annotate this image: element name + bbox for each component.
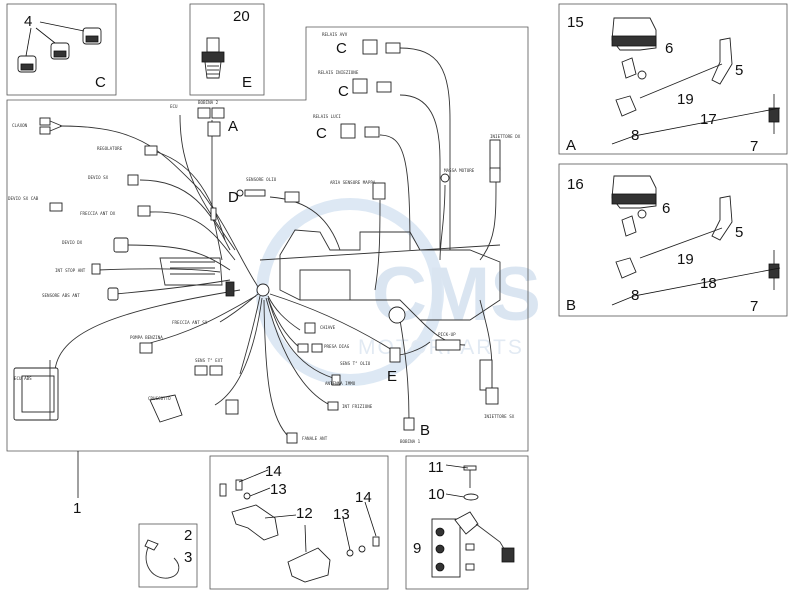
callout-19-a: 19 bbox=[677, 91, 694, 108]
callout-e-sens-olio: E bbox=[387, 368, 397, 385]
callout-6-b: 6 bbox=[662, 200, 670, 217]
label-relais-luci: RELAIS LUCI bbox=[313, 114, 341, 119]
callout-4: 4 bbox=[24, 13, 32, 30]
harness-connectors bbox=[13, 39, 501, 444]
callout-5-b: 5 bbox=[735, 224, 743, 241]
label-bobina-1: BOBINA 1 bbox=[400, 439, 421, 444]
callout-20: 20 bbox=[233, 8, 250, 25]
label-massa-motore: MASSA MOTORE bbox=[444, 168, 475, 173]
callout-a-bobina2: A bbox=[228, 118, 238, 135]
callout-14-a: 14 bbox=[265, 463, 282, 480]
callout-a-ignition: A bbox=[566, 137, 576, 154]
ignition-coil-b bbox=[611, 175, 781, 306]
callout-d-sensore-olio: D bbox=[228, 189, 239, 206]
callout-18: 18 bbox=[700, 275, 717, 292]
callout-6-a: 6 bbox=[665, 40, 673, 57]
label-iniettore-dx: INIETTORE DX bbox=[490, 134, 521, 139]
label-chiave: CHIAVE bbox=[320, 325, 336, 330]
callout-11: 11 bbox=[428, 459, 444, 476]
box-main-harness bbox=[6, 26, 529, 452]
label-relais-avv: RELAIS AVV bbox=[322, 32, 348, 37]
callout-9: 9 bbox=[413, 540, 421, 557]
label-ecu: ECU bbox=[170, 104, 178, 109]
label-aria-sensore: ARIA SENSORE MAPPA bbox=[330, 180, 376, 185]
label-sens-t-olio: SENS T° OLIO bbox=[340, 361, 371, 366]
label-regolatore: REGOLATORE bbox=[97, 146, 123, 151]
callout-c-switches: C bbox=[95, 74, 106, 91]
box-switches bbox=[6, 3, 117, 96]
label-int-stop-ant: INT STOP ANT bbox=[55, 268, 86, 273]
label-iniettore-sx: INIETTORE SX bbox=[484, 414, 515, 419]
callout-8-a: 8 bbox=[631, 127, 639, 144]
callout-3: 3 bbox=[184, 549, 192, 566]
label-cruscotto: CRUSCOTTO bbox=[148, 396, 171, 401]
callout-12: 12 bbox=[296, 505, 313, 522]
label-fanale-ant: FANALE ANT bbox=[302, 436, 328, 441]
callout-c-relais-luci: C bbox=[316, 125, 327, 142]
watermark-brand: CMS bbox=[372, 252, 541, 337]
callout-b-ignition: B bbox=[566, 297, 576, 314]
label-sens-t-ext: SENS T° EXT bbox=[195, 358, 223, 363]
callout-15: 15 bbox=[567, 14, 584, 31]
ignition-coil-a bbox=[611, 17, 781, 145]
callout-c-relais-iniezione: C bbox=[338, 83, 349, 100]
label-antenna-immo: ANTENNA IMMO bbox=[325, 381, 356, 386]
sensor-assembly bbox=[431, 464, 515, 578]
cable-clamp bbox=[144, 539, 180, 579]
box-sensor-20 bbox=[189, 3, 265, 96]
harness-labels: CLAXON REGOLATORE DEVIO SX DEVIO SX CAB … bbox=[8, 32, 521, 444]
label-presa-diag: PRESA DIAG bbox=[324, 344, 350, 349]
box-brackets bbox=[209, 455, 389, 590]
label-freccia-ant-sx: FRECCIA ANT SX bbox=[172, 320, 208, 325]
callout-13-b: 13 bbox=[333, 506, 350, 523]
label-relais-iniezione: RELAIS INIEZIONE bbox=[318, 70, 359, 75]
label-bobina-2: BOBINA 2 bbox=[198, 100, 219, 105]
label-pompa-benzina: POMPA BENZINA bbox=[130, 335, 163, 340]
callout-2: 2 bbox=[184, 527, 192, 544]
callout-14-b: 14 bbox=[355, 489, 372, 506]
label-sensore-abs-ant: SENSORE ABS ANT bbox=[42, 293, 80, 298]
callout-7-a: 7 bbox=[750, 138, 758, 155]
callout-10: 10 bbox=[428, 486, 445, 503]
label-int-frizione: INT FRIZIONE bbox=[342, 404, 373, 409]
callout-1: 1 bbox=[73, 500, 81, 517]
label-freccia-ant-dx: FRECCIA ANT DX bbox=[80, 211, 116, 216]
callout-7-b: 7 bbox=[750, 298, 758, 315]
label-klaxon: CLAXON bbox=[12, 123, 28, 128]
switch-parts bbox=[17, 21, 102, 73]
box-ignition-a bbox=[558, 3, 788, 155]
callout-16: 16 bbox=[567, 176, 584, 193]
main-harness-wires bbox=[54, 47, 501, 439]
callout-8-b: 8 bbox=[631, 287, 639, 304]
callout-17: 17 bbox=[700, 111, 717, 128]
label-pick-up: PICK-UP bbox=[438, 332, 456, 337]
callout-19-b: 19 bbox=[677, 251, 694, 268]
callout-e-sensor: E bbox=[242, 74, 252, 91]
callout-c-relais-avv: C bbox=[336, 40, 347, 57]
label-ecu-abs: ECU ABS bbox=[14, 376, 32, 381]
label-devio-dx: DEVIO DX bbox=[62, 240, 83, 245]
box-clamp bbox=[138, 523, 198, 588]
label-devio-sx: DEVIO SX bbox=[88, 175, 109, 180]
label-devio-sx-cab: DEVIO SX CAB bbox=[8, 196, 39, 201]
pressure-sensor bbox=[201, 37, 225, 79]
callout-5-a: 5 bbox=[735, 62, 743, 79]
callout-b-bobina1: B bbox=[420, 422, 430, 439]
box-sensor-9 bbox=[405, 455, 529, 590]
callout-13-a: 13 bbox=[270, 481, 287, 498]
brackets bbox=[219, 469, 380, 583]
box-ignition-b bbox=[558, 163, 788, 317]
label-sensore-olio: SENSORE OLIO bbox=[246, 177, 277, 182]
